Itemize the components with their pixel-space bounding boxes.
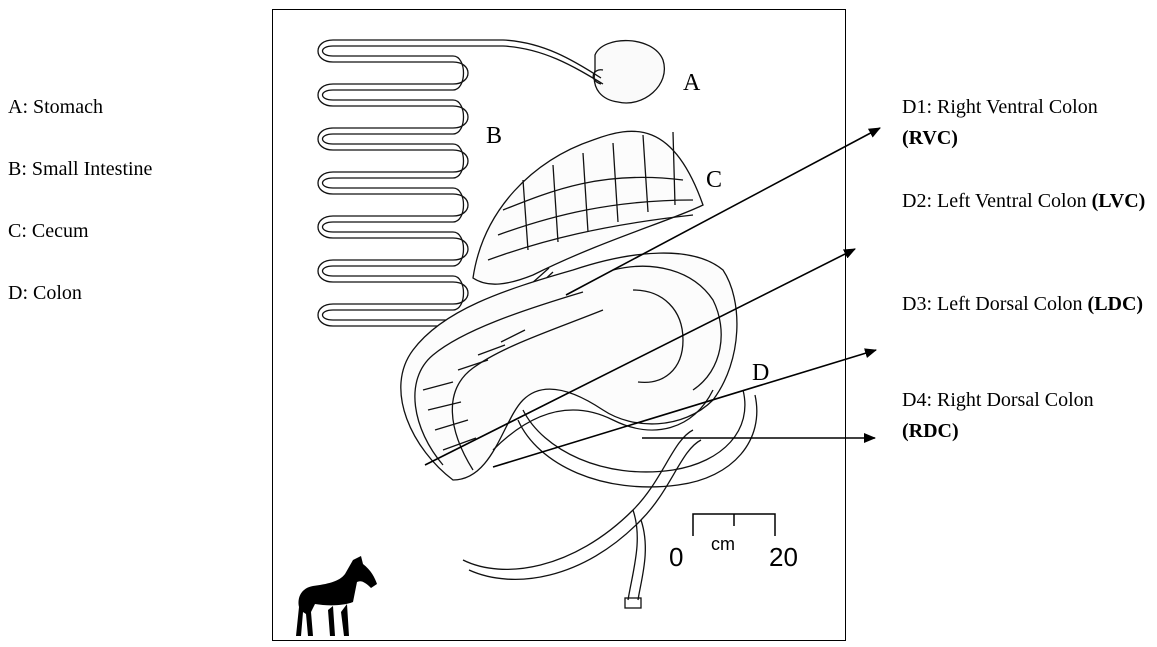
arrow-d3 xyxy=(493,350,876,467)
arrow-d1 xyxy=(566,128,880,295)
arrow-d2 xyxy=(425,249,855,465)
